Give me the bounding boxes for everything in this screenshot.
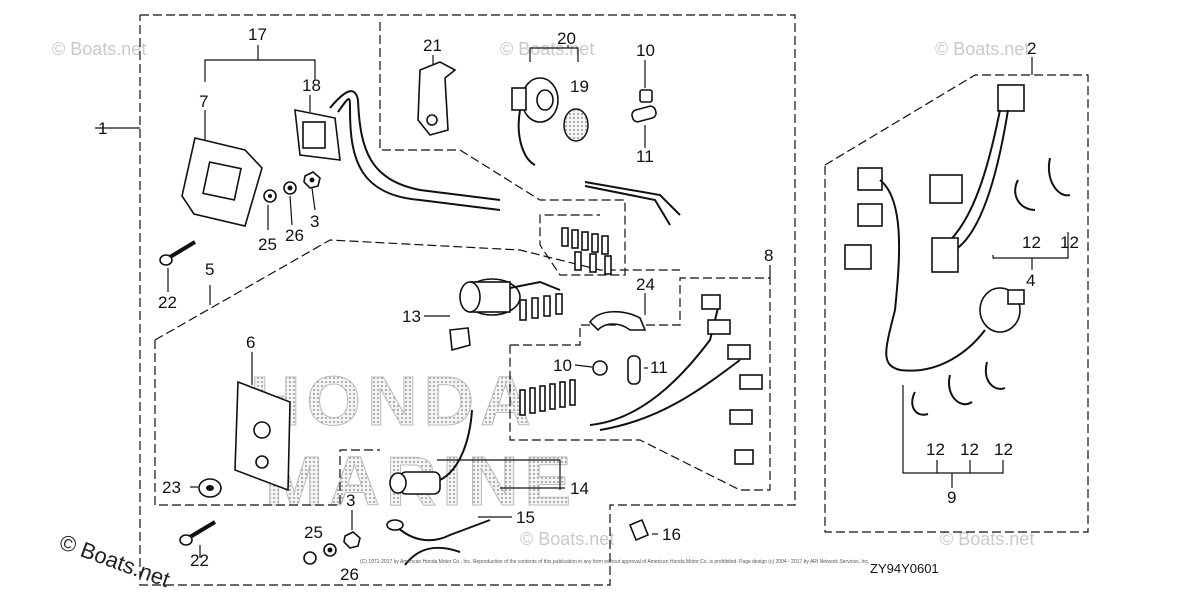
kit-outline-2 xyxy=(824,74,1089,533)
screw-10-lower xyxy=(592,360,608,376)
callout-8: 8 xyxy=(764,246,773,265)
harness-2 xyxy=(844,84,1025,372)
cover-19 xyxy=(563,108,589,142)
callout-12-d: 12 xyxy=(960,440,979,459)
callout-24: 24 xyxy=(636,275,655,294)
callout-26-upper: 26 xyxy=(285,226,304,245)
plate-6 xyxy=(234,380,291,492)
callout-19: 19 xyxy=(570,77,589,96)
callout-13: 13 xyxy=(402,307,421,326)
clips-12-group-9 xyxy=(911,361,1006,416)
callout-14: 14 xyxy=(570,479,589,498)
lanyard-switch-14 xyxy=(389,409,473,495)
callout-11-upper: 11 xyxy=(636,147,654,166)
watermark-top-right: © Boats.net xyxy=(935,39,1029,59)
nut-26 xyxy=(283,181,297,195)
callout-15: 15 xyxy=(516,508,535,527)
callout-20: 20 xyxy=(557,29,576,48)
grommet-23 xyxy=(198,478,222,498)
callout-10-upper: 10 xyxy=(636,41,655,60)
nut-26-lower xyxy=(323,543,337,557)
connector-cluster-upper xyxy=(561,181,681,275)
callout-1: 1 xyxy=(98,119,107,138)
group-outline-5-side xyxy=(154,340,380,506)
switch-18 xyxy=(294,90,501,211)
collar-11-lower xyxy=(627,355,641,385)
callout-25-lower: 25 xyxy=(304,523,323,542)
watermark-bottom-mid: © Boats.net xyxy=(520,529,614,549)
group-outline-upper xyxy=(379,22,626,276)
collar-11-upper xyxy=(631,105,657,123)
callout-11-lower: 11 xyxy=(650,358,668,377)
watermark-large: © Boats.net xyxy=(56,529,173,592)
callout-17: 17 xyxy=(248,25,267,44)
watermark-bottom-right: © Boats.net xyxy=(940,529,1034,549)
callout-10-lower: 10 xyxy=(553,356,572,375)
nut-3-lower xyxy=(343,531,361,549)
clips-12-group-4 xyxy=(1014,157,1071,211)
bracket-21 xyxy=(417,61,457,136)
callout-21: 21 xyxy=(423,36,442,55)
callout-22-lower: 22 xyxy=(190,551,209,570)
brand-watermark-line1: HONDA xyxy=(250,362,537,440)
callout-25-upper: 25 xyxy=(258,235,277,254)
callout-9: 9 xyxy=(947,488,956,507)
callout-26-lower: 26 xyxy=(340,565,359,584)
diagram-ref: ZY94Y0601 xyxy=(870,561,939,576)
watermark-top-mid: © Boats.net xyxy=(500,39,594,59)
callout-2: 2 xyxy=(1027,39,1036,58)
callout-5: 5 xyxy=(205,260,214,279)
callout-3-upper: 3 xyxy=(310,212,319,231)
lanyard-15 xyxy=(386,519,491,566)
callout-12-c: 12 xyxy=(926,440,945,459)
callout-6: 6 xyxy=(246,333,255,352)
screw-10-upper xyxy=(639,89,653,103)
watermark-top-left: © Boats.net xyxy=(52,39,146,59)
copyright-note: (C) 1971-2017 by American Honda Motor Co… xyxy=(360,559,869,565)
callout-23: 23 xyxy=(162,478,181,497)
callout-3-lower: 3 xyxy=(346,491,355,510)
callout-22-upper: 22 xyxy=(158,293,177,312)
callout-16: 16 xyxy=(662,525,681,544)
harness-8 xyxy=(519,294,763,465)
key-switch-13 xyxy=(449,278,563,352)
washer-25-lower xyxy=(303,551,317,565)
clamp-24 xyxy=(588,310,647,332)
callout-12-b: 12 xyxy=(1060,233,1079,252)
gasket-plate-7 xyxy=(181,137,263,227)
buzzer-20 xyxy=(511,77,559,166)
callout-7: 7 xyxy=(199,92,208,111)
kit-outline-1 xyxy=(95,14,796,586)
nut-3 xyxy=(303,171,321,189)
callout-12-e: 12 xyxy=(994,440,1013,459)
bolt-22-lower xyxy=(179,520,217,546)
callout-12-a: 12 xyxy=(1022,233,1041,252)
bolt-22-upper xyxy=(159,240,197,266)
callout-18: 18 xyxy=(302,76,321,95)
washer-25 xyxy=(263,189,277,203)
leader-lines xyxy=(167,45,1069,558)
clip-16 xyxy=(628,518,650,542)
group-outline-5 xyxy=(154,239,680,341)
callout-4: 4 xyxy=(1026,271,1035,290)
